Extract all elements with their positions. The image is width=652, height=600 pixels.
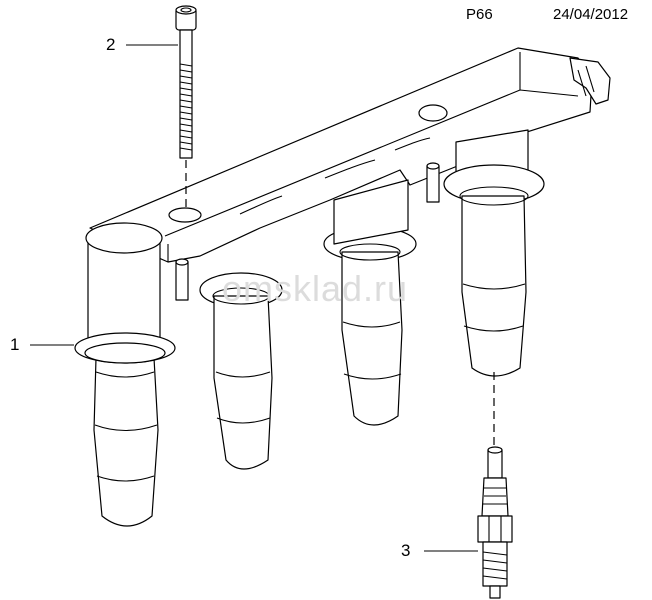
ignition-coil-1 [74, 222, 176, 527]
electrical-connector [569, 57, 611, 105]
ignition-coil-3 [323, 179, 417, 426]
callout-2: 2 [106, 35, 116, 54]
mounting-bolt [175, 5, 197, 159]
callout-1: 1 [10, 335, 20, 354]
spark-plug [477, 446, 513, 599]
ignition-coil-2 [199, 272, 283, 470]
diagram-code: P66 [466, 6, 493, 23]
ignition-coil-4 [443, 129, 545, 377]
diagram-date: 24/04/2012 [553, 6, 629, 23]
watermark: omsklad.ru [222, 268, 409, 309]
callout-3: 3 [401, 541, 411, 560]
